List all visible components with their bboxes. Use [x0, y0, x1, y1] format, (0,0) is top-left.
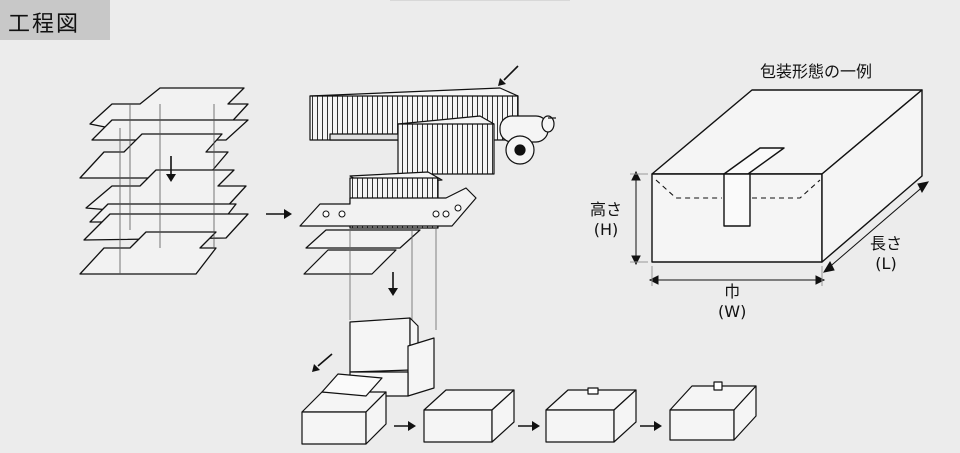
right-arrow-icon	[266, 209, 292, 219]
box-step-3	[545, 387, 637, 443]
down-arrow-icon	[166, 156, 176, 182]
length-label: 長さ (L)	[870, 234, 902, 274]
folding-box-stage	[349, 317, 435, 397]
diagonal-arrow-icon	[312, 353, 333, 372]
blank-sheets-stage	[79, 87, 249, 275]
right-arrow-icon	[394, 421, 416, 431]
length-symbol: (L)	[875, 254, 897, 273]
title-tab: 工程図	[0, 0, 110, 40]
top-divider	[390, 0, 570, 1]
right-arrow-icon	[518, 421, 540, 431]
width-symbol: (W)	[718, 302, 747, 321]
diagonal-arrow-icon	[498, 65, 519, 86]
case-stack-middle	[397, 123, 495, 175]
blank-sheet	[79, 231, 217, 275]
width-text: 巾	[724, 282, 741, 301]
height-symbol: (H)	[593, 220, 619, 239]
box-step-2	[423, 389, 515, 443]
height-label: 高さ (H)	[590, 200, 622, 240]
box-step-4	[669, 381, 757, 441]
package-side	[821, 89, 923, 263]
package-flap-line	[655, 179, 821, 199]
dimension-lines	[630, 170, 930, 286]
package-tape-front	[723, 173, 751, 227]
blank-sheet	[79, 133, 229, 179]
page-title: 工程図	[8, 12, 81, 37]
width-label: 巾 (W)	[718, 282, 746, 322]
height-text: 高さ	[590, 200, 623, 219]
length-text: 長さ	[870, 234, 903, 253]
packaging-example-box	[651, 89, 923, 263]
box-step-1	[301, 373, 387, 445]
packaging-example-label: 包装形態の一例	[760, 62, 873, 81]
conveyor-stage	[299, 87, 556, 330]
right-arrow-icon	[640, 421, 662, 431]
down-arrow-icon	[388, 272, 398, 296]
roller-icon	[499, 115, 556, 165]
